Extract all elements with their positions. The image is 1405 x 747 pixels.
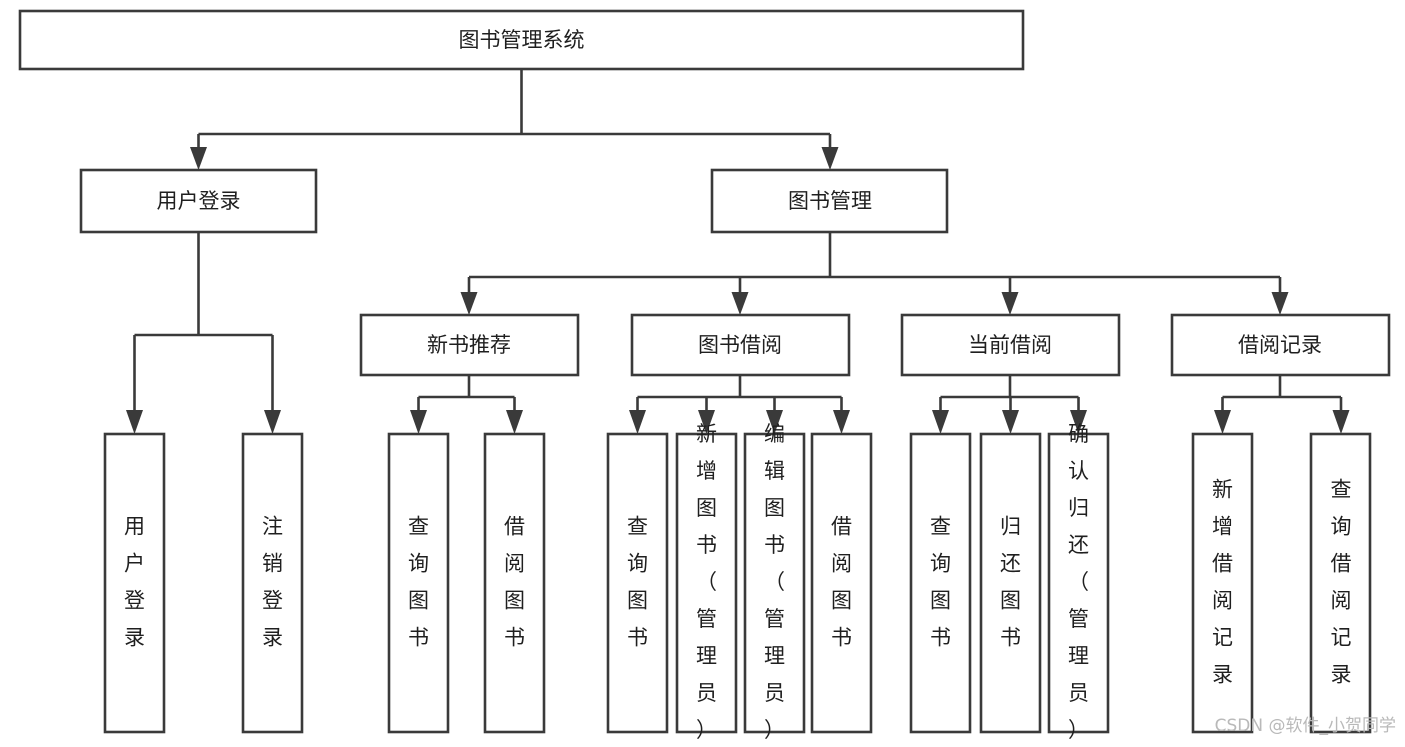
arrow-icon-leaf-query-book-1 [410,410,427,434]
arrow-icon-new-book-rec [460,292,478,315]
arrow-icon-leaf-query-book-2 [629,410,646,434]
arrow-icon-current-borrow [1001,292,1019,315]
arrow-icon-leaf-user-login [126,410,143,434]
arrow-icon-leaf-user-logout [264,410,281,434]
arrow-icon-book-manage [821,147,839,170]
node-book-borrow-label: 图书借阅 [698,333,782,357]
arrow-icon-leaf-confirm-return [1070,410,1087,434]
node-book-manage[interactable]: 图书管理 [710,168,949,234]
arrow-icon-leaf-edit-book [766,410,783,434]
arrow-icon-user-login [190,147,207,170]
node-leaf-confirm-return[interactable]: 确认归还（管理员） [1047,422,1110,742]
node-leaf-user-login-label: 用户登录 [124,515,145,650]
node-leaf-add-record-box[interactable] [1191,432,1254,734]
node-leaf-add-book[interactable]: 新增图书（管理员） [675,422,738,742]
node-new-book-rec[interactable]: 新书推荐 [359,313,580,377]
node-new-book-rec-label: 新书推荐 [427,333,511,357]
node-leaf-user-logout[interactable]: 注销登录 [241,432,304,734]
arrow-icon-leaf-add-record [1214,410,1231,434]
node-leaf-edit-book[interactable]: 编辑图书（管理员） [743,422,806,742]
node-leaf-return-book-label: 归还图书 [1000,515,1021,650]
node-leaf-user-login[interactable]: 用户登录 [103,432,166,734]
node-leaf-query-book-2-label: 查询图书 [627,515,648,650]
arrow-icon-book-borrow [731,292,749,315]
node-leaf-user-login-box[interactable] [103,432,166,734]
node-leaf-add-book-label: 新增图书（管理员） [696,422,717,742]
node-root-label: 图书管理系统 [459,28,585,52]
node-leaf-borrow-book-1-label: 借阅图书 [504,515,525,650]
node-leaf-return-book-box[interactable] [979,432,1042,734]
node-leaf-query-book-2-box[interactable] [606,432,669,734]
node-leaf-confirm-return-box[interactable] [1047,432,1110,734]
node-book-manage-box[interactable] [710,168,949,234]
node-leaf-return-book[interactable]: 归还图书 [979,432,1042,734]
node-leaf-query-book-1-label: 查询图书 [408,515,429,650]
arrow-icon-leaf-add-book [698,410,715,434]
node-leaf-add-book-box[interactable] [675,432,738,734]
node-leaf-edit-book-box[interactable] [743,432,806,734]
arrow-icon-leaf-query-record [1332,410,1350,434]
node-book-borrow-box[interactable] [630,313,851,377]
node-leaf-borrow-book-2[interactable]: 借阅图书 [810,432,873,734]
node-book-borrow[interactable]: 图书借阅 [630,313,851,377]
node-leaf-confirm-return-label: 确认归还（管理员） [1068,422,1089,742]
arrow-icon-borrow-record [1271,292,1289,315]
node-user-login[interactable]: 用户登录 [79,168,318,234]
node-root-box[interactable] [18,9,1025,71]
node-leaf-query-record-label: 查询借阅记录 [1331,478,1352,687]
node-leaf-query-record[interactable]: 查询借阅记录 [1309,432,1372,734]
node-leaf-user-logout-label: 注销登录 [262,515,283,650]
node-borrow-record-label: 借阅记录 [1238,333,1322,357]
node-new-book-rec-box[interactable] [359,313,580,377]
arrow-icon-leaf-return-book [1002,410,1019,434]
node-leaf-query-book-3-label: 查询图书 [930,515,951,650]
connector-layer [126,69,1350,434]
node-current-borrow[interactable]: 当前借阅 [900,313,1121,377]
node-leaf-query-record-box[interactable] [1309,432,1372,734]
node-borrow-record-box[interactable] [1170,313,1391,377]
node-current-borrow-box[interactable] [900,313,1121,377]
node-current-borrow-label: 当前借阅 [968,333,1052,357]
node-leaf-query-book-3[interactable]: 查询图书 [909,432,972,734]
node-leaf-query-book-3-box[interactable] [909,432,972,734]
node-user-login-label: 用户登录 [157,189,241,213]
node-leaf-add-record[interactable]: 新增借阅记录 [1191,432,1254,734]
node-leaf-user-logout-box[interactable] [241,432,304,734]
node-leaf-query-book-1-box[interactable] [387,432,450,734]
node-borrow-record[interactable]: 借阅记录 [1170,313,1391,377]
node-leaf-add-record-label: 新增借阅记录 [1212,478,1233,687]
csdn-watermark: CSDN @软件_小贺同学 [1215,716,1396,736]
arrow-icon-leaf-borrow-book-1 [506,410,523,434]
node-book-manage-label: 图书管理 [788,189,872,213]
arrow-icon-leaf-borrow-book-2 [833,410,850,434]
node-leaf-borrow-book-2-label: 借阅图书 [831,515,852,650]
node-leaf-edit-book-label: 编辑图书（管理员） [764,422,785,742]
node-leaf-borrow-book-1[interactable]: 借阅图书 [483,432,546,734]
node-leaf-query-book-2[interactable]: 查询图书 [606,432,669,734]
node-leaf-query-book-1[interactable]: 查询图书 [387,432,450,734]
node-leaf-borrow-book-2-box[interactable] [810,432,873,734]
arrow-icon-leaf-query-book-3 [932,410,949,434]
node-root[interactable]: 图书管理系统 [18,9,1025,71]
node-leaf-borrow-book-1-box[interactable] [483,432,546,734]
node-user-login-box[interactable] [79,168,318,234]
